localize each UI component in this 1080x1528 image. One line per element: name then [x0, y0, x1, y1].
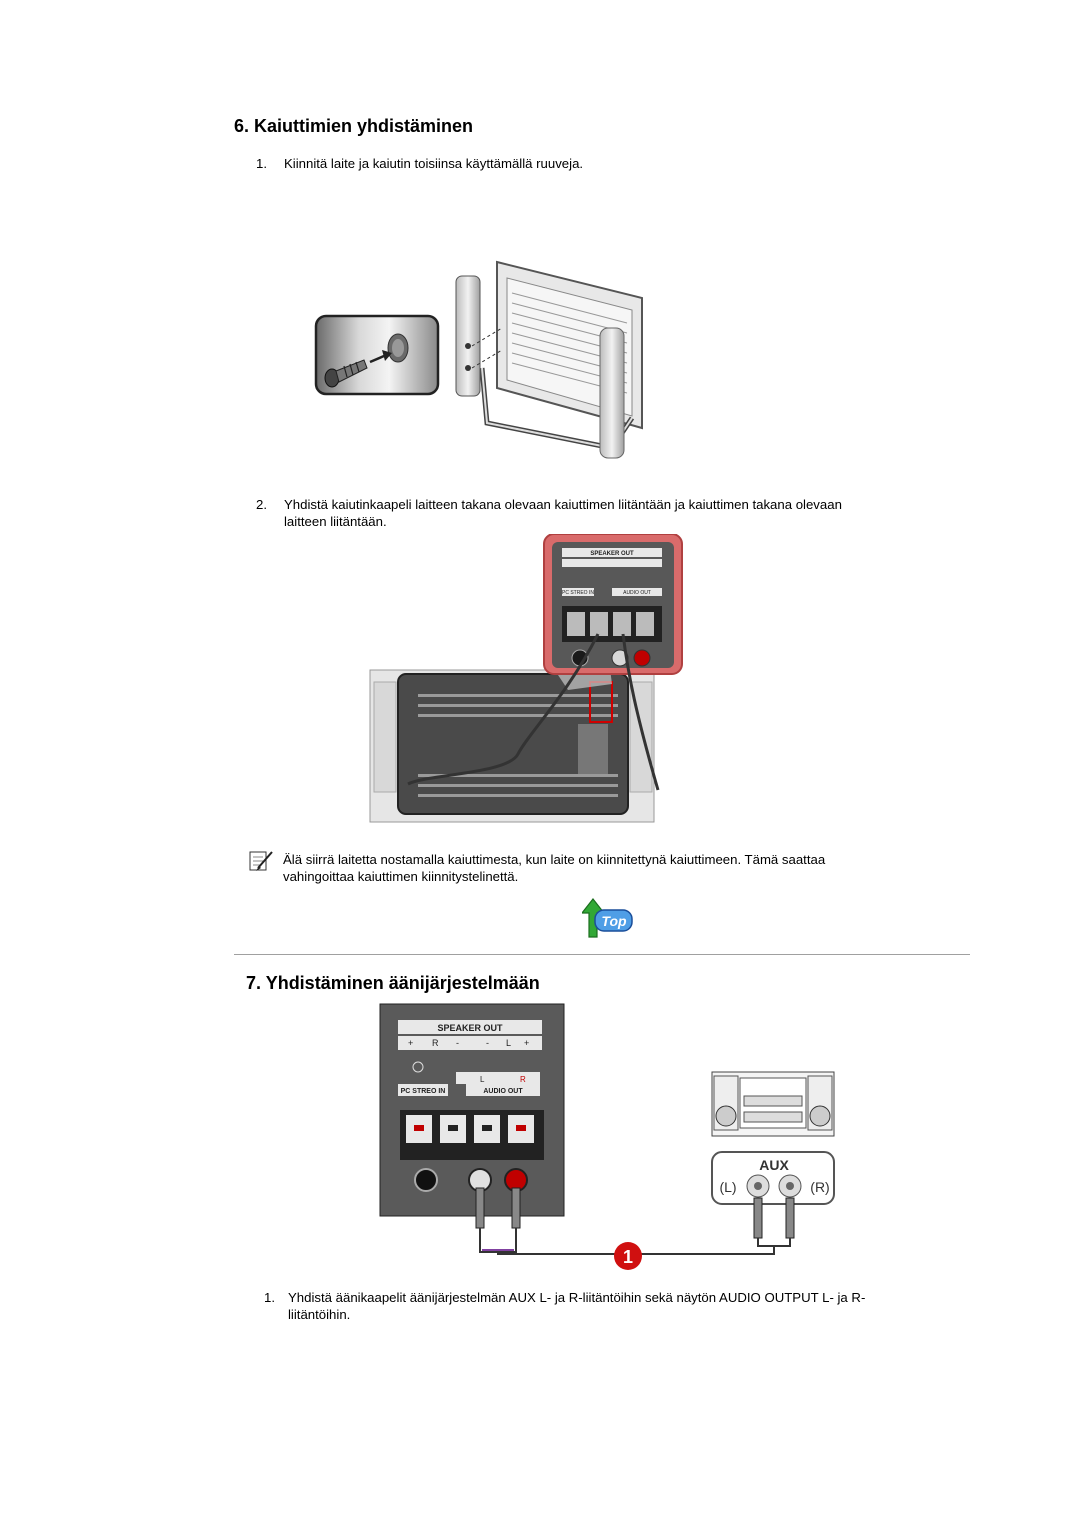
- top-button[interactable]: Top: [580, 897, 634, 941]
- minus-label: -: [456, 1038, 459, 1048]
- note-line-2: vahingoittaa kaiuttimen kiinnitystelinet…: [283, 869, 519, 884]
- r-label: R: [432, 1038, 439, 1048]
- right-speaker: [599, 327, 625, 459]
- step-1: 1. Kiinnitä laite ja kaiutin toisiinsa k…: [256, 155, 956, 175]
- rca-plug: [753, 1197, 763, 1239]
- monitor-audio-panel: SPEAKER OUT + R - - L + L R PC STREO IN …: [379, 1003, 565, 1217]
- audio-system-connection-illustration: SPEAKER OUT + R - - L + L R PC STREO IN …: [379, 1003, 835, 1270]
- speaker-mount-illustration: [314, 260, 643, 459]
- speaker-cable: [407, 633, 600, 786]
- step-text-line-2: laitteen liitäntään.: [284, 514, 387, 529]
- section-6-title: 6. Kaiuttimien yhdistäminen: [234, 116, 474, 136]
- plus-label: +: [408, 1038, 413, 1048]
- step-text-line-1: Yhdistä äänikaapelit äänijärjestelmän AU…: [288, 1290, 866, 1305]
- screw-inset: [314, 314, 440, 396]
- step-text-line-2: liitäntöihin.: [288, 1307, 351, 1322]
- aux-input-panel: AUX (L) (R): [711, 1151, 835, 1205]
- plus-label: +: [524, 1038, 529, 1048]
- step-2: 2. Yhdistä kaiutinkaapeli laitteen takan…: [256, 496, 956, 532]
- step-number: 2.: [256, 497, 267, 512]
- section-7-title: 7. Yhdistäminen äänijärjestelmään: [246, 973, 540, 993]
- l-label: L: [480, 1075, 485, 1084]
- minus-label: -: [486, 1038, 489, 1048]
- aux-label: AUX: [759, 1157, 789, 1173]
- up-arrow-icon: Top: [580, 898, 633, 938]
- audio-system-icon: [711, 1071, 835, 1137]
- aux-r-label: (R): [810, 1179, 829, 1195]
- audio-out-label: AUDIO OUT: [483, 1088, 523, 1095]
- l-label: L: [506, 1038, 511, 1048]
- speaker-cable-illustration: SPEAKER OUT PC STREO IN AUDIO OUT: [369, 534, 683, 823]
- note-icon: [249, 851, 273, 871]
- step-text-line-1: Yhdistä kaiutinkaapeli laitteen takana o…: [284, 497, 842, 512]
- monitor-back-panel: [369, 669, 655, 823]
- rca-plug: [785, 1197, 795, 1239]
- pc-stereo-in-label: PC STREO IN: [401, 1088, 446, 1095]
- step-7-1: 1. Yhdistä äänikaapelit äänijärjestelmän…: [264, 1289, 964, 1325]
- speaker-out-label: SPEAKER OUT: [590, 551, 634, 557]
- warning-note: Älä siirrä laitetta nostamalla kaiuttime…: [283, 851, 963, 887]
- callout-badge: [614, 1242, 642, 1270]
- step-text: Kiinnitä laite ja kaiutin toisiinsa käyt…: [284, 156, 584, 171]
- audio-out-label: AUDIO OUT: [623, 590, 651, 596]
- step-number: 1.: [264, 1290, 275, 1305]
- note-line-1: Älä siirrä laitetta nostamalla kaiuttime…: [283, 852, 826, 867]
- top-button-label: Top: [601, 913, 627, 929]
- speaker-out-label: SPEAKER OUT: [437, 1023, 503, 1033]
- step-number: 1.: [256, 156, 267, 171]
- screw-icon: [324, 359, 368, 388]
- speaker-terminal-panel: SPEAKER OUT PC STREO IN AUDIO OUT: [543, 534, 683, 675]
- arrow-icon: [369, 350, 392, 364]
- r-label: R: [520, 1075, 526, 1084]
- section-divider: [234, 954, 970, 955]
- pc-stereo-in-label: PC STREO IN: [562, 590, 594, 596]
- speaker-cable: [621, 633, 660, 791]
- aux-l-label: (L): [719, 1179, 736, 1195]
- callout-number: 1: [623, 1247, 633, 1267]
- left-speaker: [455, 275, 503, 397]
